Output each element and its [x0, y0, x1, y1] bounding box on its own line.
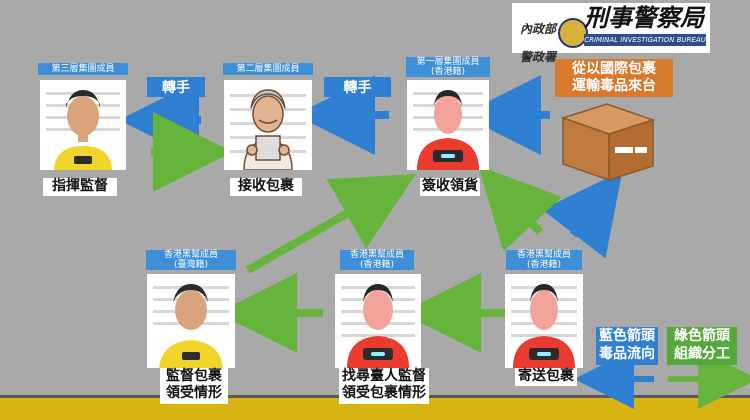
hk-tw-card	[147, 274, 235, 368]
tier2-caption: 接收包裹	[230, 178, 302, 196]
legend-green: 綠色箭頭 組織分工	[667, 327, 737, 365]
police-badge-icon	[558, 18, 588, 48]
hk-right-caption: 寄送包裹	[515, 368, 577, 386]
logo-line-2: 警政署	[520, 50, 557, 64]
hk-right-card	[505, 274, 583, 368]
hk-tw-caption: 監督包裹 領受情形	[160, 368, 228, 404]
tier1-card	[407, 80, 489, 170]
bureau-title: 刑事警察局	[584, 4, 704, 32]
green-arrow-hktw-to-tier1	[246, 174, 416, 274]
blue-arrow-hkright-to-box	[542, 170, 623, 259]
hk-tw-title: 香港黑幫成員 (臺灣籍)	[146, 250, 236, 270]
bureau-english-title: CRIMINAL INVESTIGATION BUREAU	[584, 34, 706, 46]
hk-mid-card	[335, 274, 421, 368]
hk-mid-person-icon	[347, 284, 409, 368]
international-parcel-note: 從以國際包裹 運輸毒品來台	[555, 59, 673, 97]
hk-mid-caption: 找尋臺人監督 領受包裹情形	[339, 368, 429, 404]
tier3-title: 第三層集團成員	[38, 63, 128, 75]
tier1-caption: 簽收領貨	[420, 178, 480, 196]
hk-right-title: 香港黑幫成員 (香港籍)	[506, 250, 582, 270]
transfer-tag-left: 轉手	[147, 77, 205, 97]
tier2-card	[224, 80, 312, 170]
hk-tw-person-icon	[159, 284, 223, 368]
parcel-box-icon	[560, 103, 656, 182]
tier2-person-icon	[243, 89, 293, 170]
ministry-logo-text: 內政部 警政署	[520, 8, 578, 64]
hk-mid-title: 香港黑幫成員 (香港籍)	[340, 250, 414, 270]
tier3-person-icon	[54, 90, 112, 170]
legend-blue: 藍色箭頭 毒品流向	[596, 327, 658, 365]
logo-line-1: 內政部	[520, 22, 557, 36]
tier1-person-icon	[417, 90, 479, 170]
tier3-card	[40, 80, 126, 170]
tier2-title: 第二層集團成員	[223, 63, 313, 75]
transfer-tag-right: 轉手	[324, 77, 391, 97]
hk-right-person-icon	[513, 284, 575, 368]
green-arrow-hkright-to-tier1	[478, 165, 562, 252]
tier1-title: 第一層集團成員 (香港籍)	[406, 57, 490, 77]
tier3-caption: 指揮監督	[43, 178, 117, 196]
